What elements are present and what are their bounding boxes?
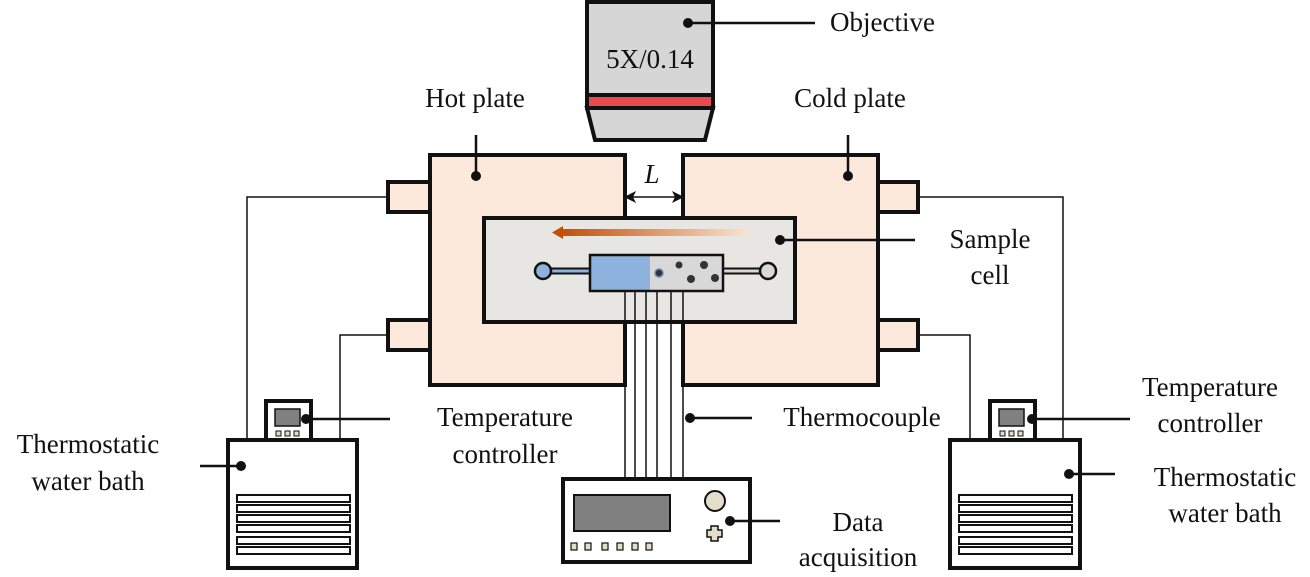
sample-cell-label-line2: cell	[971, 260, 1010, 290]
temp-controller-left-label-line1: Temperature	[437, 402, 573, 432]
bath-right-label-line1: Thermostatic	[1154, 462, 1296, 492]
tubing-left	[246, 196, 388, 440]
data-acquisition-device	[561, 477, 752, 564]
cold-plate-label: Cold plate	[794, 83, 906, 113]
objective-spec: 5X/0.14	[606, 44, 694, 74]
hot-plate-label: Hot plate	[425, 83, 525, 113]
bath-right-label-line2: water bath	[1168, 498, 1282, 528]
bath-left-label-line2: water bath	[31, 466, 145, 496]
objective-lens: 5X/0.14	[584, 0, 815, 142]
sample-cell	[482, 216, 797, 324]
temp-controller-right-label-line2: controller	[1158, 408, 1263, 438]
daq-label-line1: Data	[833, 507, 884, 537]
bath-left-label-line1: Thermostatic	[17, 429, 159, 459]
temp-controller-right-label-line1: Temperature	[1142, 372, 1278, 402]
daq-label-line2: acquisition	[799, 542, 918, 572]
temp-controller-left-label-line2: controller	[453, 439, 558, 469]
water-bath-left	[226, 399, 359, 570]
sample-cell-label-line1: Sample	[950, 224, 1031, 254]
thermocouple-wires	[624, 291, 684, 478]
tubing-right	[918, 196, 1064, 440]
heat-flow-arrow	[560, 229, 748, 236]
objective-label: Objective	[830, 7, 935, 37]
gap-label: L	[643, 159, 659, 189]
thermocouple-label: Thermocouple	[783, 402, 940, 432]
